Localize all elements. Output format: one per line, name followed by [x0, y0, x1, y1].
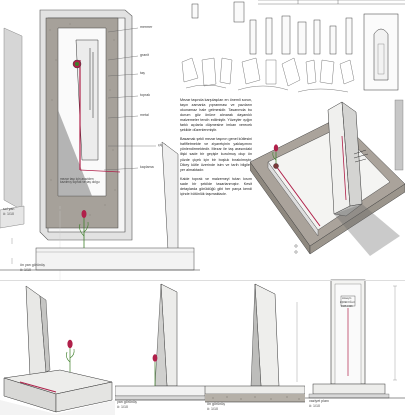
- divider: [0, 280, 405, 281]
- front-elevation-drawing: [0, 141, 200, 271]
- front-elevation: ön yan görünüş ö: 1/10: [0, 140, 200, 280]
- left-view-scale: ö: 1/10: [3, 212, 14, 216]
- front-view-scale: ö: 1/10: [20, 268, 31, 272]
- description-paragraph: Kaide toprak ve malzemeyi tutan kısım sa…: [180, 176, 252, 196]
- description-text: Mezar taşında karşılaşılan en önemli sor…: [180, 98, 252, 303]
- left-view-label: sol yan: [3, 207, 15, 211]
- section-view-label: ön görünüş: [207, 402, 225, 406]
- inscription-elevation: Hüseyin EŞREFOĞLU 1935-1998 vaziyet plan…: [305, 276, 405, 415]
- plan-note: mezar taşı için araziden kazılmış toprak…: [60, 177, 100, 185]
- section-elevation: ön görünüş ö: 1/10: [205, 282, 305, 415]
- bottom-perspective-drawing: [0, 285, 115, 415]
- annotation-label: metal: [140, 113, 149, 117]
- elevation-view-scale: ö: 1/10: [309, 404, 320, 408]
- elevation-view-label: vaziyet planı: [309, 399, 329, 403]
- inscription-surname: EŞREFOĞLU: [340, 301, 355, 304]
- annotation-label: toprak: [140, 93, 150, 97]
- description-paragraph: Basamak şekli mezar taşının genel kütles…: [180, 137, 252, 172]
- annotation-label: granit: [140, 53, 149, 57]
- section-elevation-drawing: [205, 283, 305, 403]
- side-view-scale: ö: 1/10: [117, 405, 128, 409]
- front-view-label: ön yan görünüş: [20, 263, 45, 267]
- inscription-dates: 1935-1998: [341, 305, 353, 308]
- side-elevation: yan görünüş ö: 1/10: [115, 282, 205, 415]
- sketch-drawing: [181, 0, 405, 93]
- sketch-panel: [178, 0, 405, 100]
- inscription-name: Hüseyin: [342, 297, 352, 300]
- perspective-render: [250, 96, 405, 266]
- section-view-scale: ö: 1/10: [207, 407, 218, 411]
- side-view-label: yan görünüş: [117, 400, 137, 404]
- inscription-elevation-drawing: [305, 279, 405, 399]
- perspective-drawing: [250, 99, 405, 256]
- plan-view: mermer granit taş toprak metal çiçek kap…: [0, 0, 178, 280]
- annotation-label: kaplama: [140, 165, 154, 169]
- plan-view-drawing: [0, 9, 156, 280]
- description-paragraph: Mezar taşında karşılaşılan en önemli sor…: [180, 98, 252, 133]
- bottom-perspective: [0, 282, 115, 415]
- annotation-label: taş: [140, 71, 145, 75]
- annotation-label: mermer: [140, 25, 153, 29]
- side-elevation-drawing: [115, 283, 205, 401]
